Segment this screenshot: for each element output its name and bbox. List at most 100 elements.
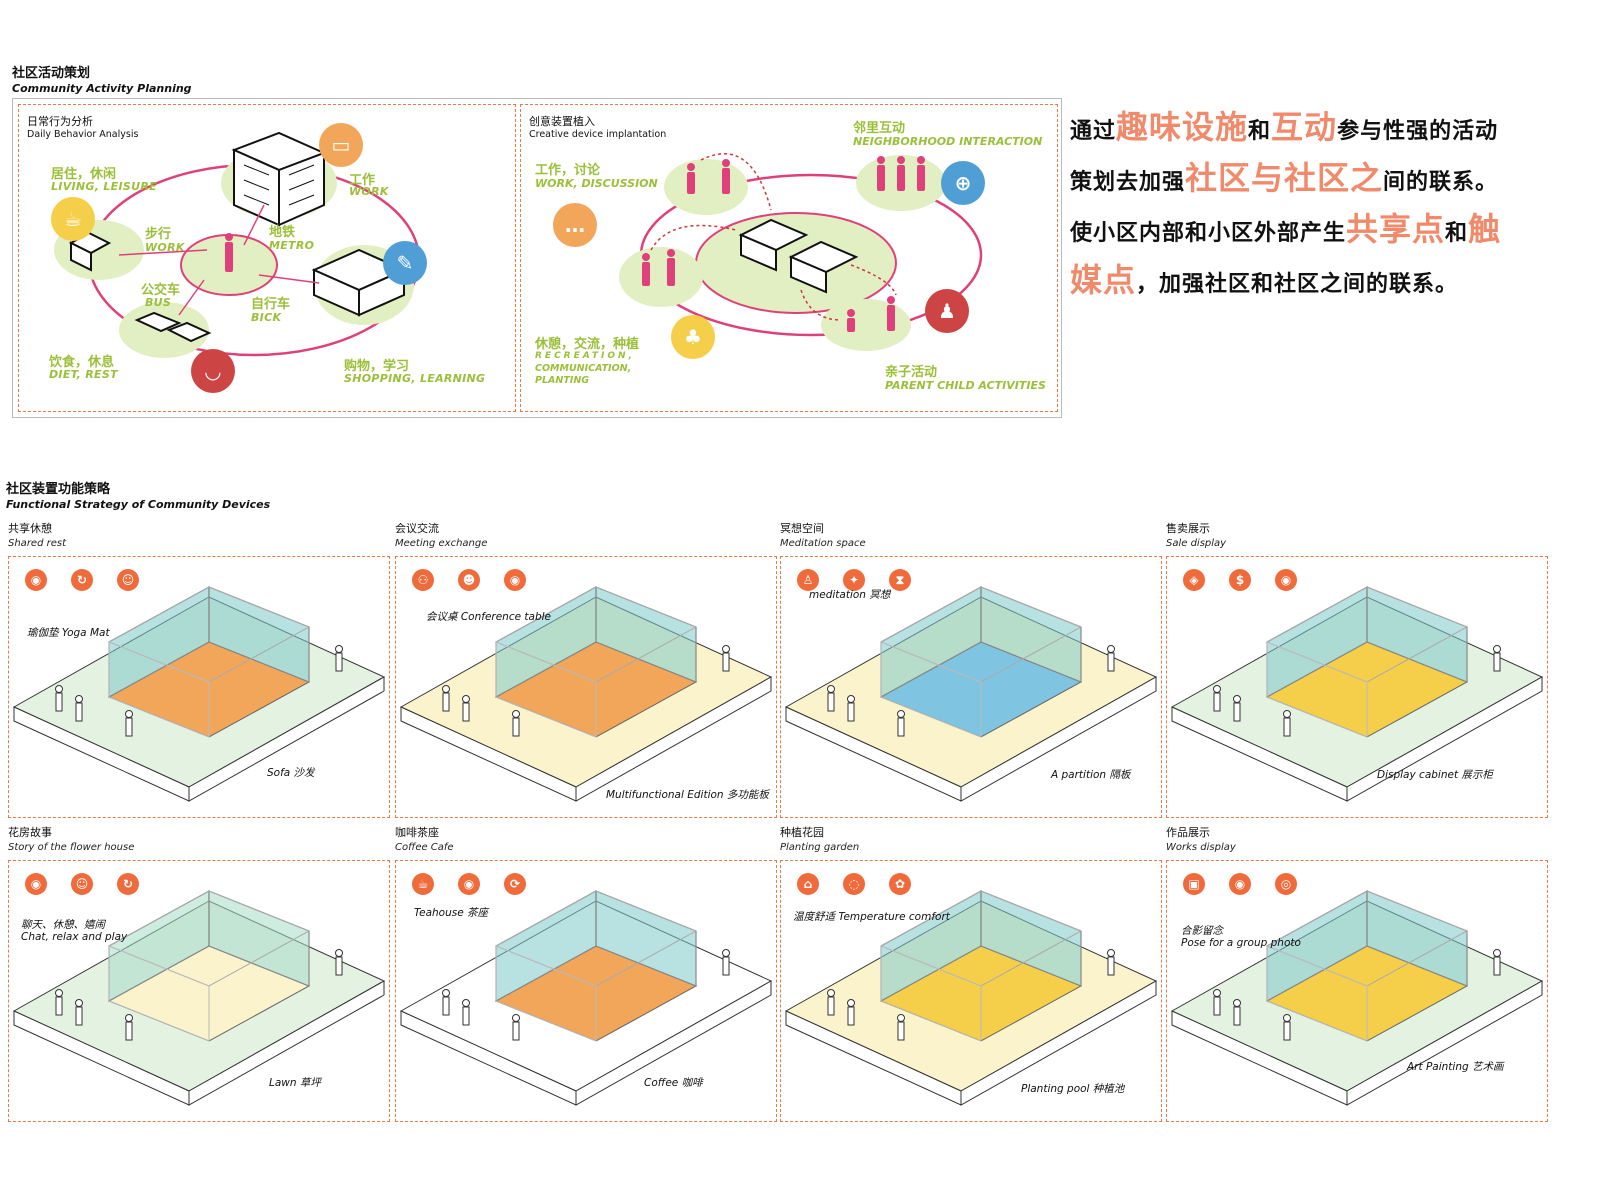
label-diet-cn: 饮食，休息 bbox=[49, 355, 115, 370]
slab-edge bbox=[1346, 676, 1543, 802]
callout-label: meditation 冥想 bbox=[809, 589, 891, 601]
label-recreation-en1: RECREATION, bbox=[535, 351, 635, 361]
pavilion-axonometric bbox=[12, 585, 386, 802]
function-icon: ☺ bbox=[71, 873, 93, 895]
glass-front-frame bbox=[108, 945, 210, 1042]
callout-label: Multifunctional Edition 多功能板 bbox=[606, 789, 769, 801]
monitor-icon: ▭ bbox=[319, 123, 363, 167]
cell-title: 会议交流 bbox=[395, 522, 439, 535]
person-silhouette bbox=[1213, 685, 1221, 712]
callout-label: Coffee 咖啡 bbox=[644, 1077, 703, 1089]
callout-label: Chat, relax and play bbox=[21, 931, 128, 943]
glass-front-frame bbox=[880, 945, 982, 1042]
strategy-subtitle: Functional Strategy of Community Devices bbox=[6, 498, 271, 511]
slab-edge bbox=[575, 980, 772, 1106]
planning-frame bbox=[12, 98, 1062, 418]
person-silhouette bbox=[1233, 999, 1241, 1026]
family-icon: ♟ bbox=[925, 289, 969, 333]
cell-subtitle: Meeting exchange bbox=[395, 538, 488, 549]
function-icon: ⚇ bbox=[412, 569, 434, 591]
function-icon: ◉ bbox=[1229, 873, 1251, 895]
label-metro-en: METRO bbox=[269, 239, 315, 252]
glass-front-frame bbox=[495, 641, 597, 738]
person-silhouette bbox=[827, 989, 835, 1016]
glass-front-frame bbox=[1266, 945, 1368, 1042]
slab-edge bbox=[188, 676, 385, 802]
pavilion-axonometric bbox=[399, 585, 773, 802]
creative-device-diagram bbox=[619, 153, 983, 351]
person-silhouette bbox=[1107, 949, 1115, 976]
person-silhouette bbox=[75, 999, 83, 1026]
callout-label: Display cabinet 展示柜 bbox=[1377, 769, 1493, 781]
function-icon: ☕ bbox=[412, 873, 434, 895]
cell-title: 售卖展示 bbox=[1166, 522, 1210, 535]
person-silhouette bbox=[1493, 949, 1501, 976]
cell-subtitle: Sale display bbox=[1166, 538, 1227, 549]
person-silhouette bbox=[1283, 1014, 1291, 1041]
label-diet-en: DIET, REST bbox=[49, 368, 118, 381]
function-icon: ◉ bbox=[25, 569, 47, 591]
slab-edge bbox=[1346, 980, 1543, 1106]
person-silhouette bbox=[722, 949, 730, 976]
daily-behavior-title: 日常行为分析 bbox=[27, 115, 93, 128]
pencil-icon: ✎ bbox=[383, 241, 427, 285]
cell-subtitle: Coffee Cafe bbox=[395, 842, 454, 853]
cell-subtitle: Story of the flower house bbox=[8, 842, 135, 853]
cell-title: 咖啡茶座 bbox=[395, 826, 439, 839]
function-icon: ◉ bbox=[458, 873, 480, 895]
person-silhouette bbox=[512, 1014, 520, 1041]
callout-label: 会议桌 Conference table bbox=[426, 611, 552, 623]
function-icon: ✿ bbox=[889, 873, 911, 895]
coffee-cup-icon: ☕ bbox=[51, 197, 95, 241]
callout-label: 聊天、休憩、嬉闹 bbox=[21, 919, 105, 931]
chat-bubble-icon: … bbox=[553, 203, 597, 247]
label-parent-child-en: PARENT CHILD ACTIVITIES bbox=[885, 379, 1046, 392]
person-silhouette bbox=[125, 1014, 133, 1041]
slab-edge bbox=[575, 676, 772, 802]
cell-title: 冥想空间 bbox=[780, 522, 824, 535]
daily-behavior-panel: 日常行为分析 Daily Behavior Analysis bbox=[18, 104, 516, 412]
person-silhouette bbox=[55, 989, 63, 1016]
label-walk-en: WORK bbox=[145, 241, 185, 254]
person-silhouette bbox=[847, 695, 855, 722]
function-icon: ⧗ bbox=[889, 569, 911, 591]
slab-edge bbox=[960, 980, 1157, 1106]
person-silhouette bbox=[462, 999, 470, 1026]
daily-behavior-subtitle: Daily Behavior Analysis bbox=[27, 129, 139, 140]
label-bike-en: BICK bbox=[251, 311, 282, 324]
label-recreation-en3: PLANTING bbox=[535, 375, 590, 386]
person-silhouette bbox=[335, 949, 343, 976]
label-walk-cn: 步行 bbox=[145, 227, 172, 242]
planning-subtitle: Community Activity Planning bbox=[12, 82, 192, 95]
bowl-icon: ◡ bbox=[191, 349, 235, 393]
person-silhouette bbox=[55, 685, 63, 712]
label-shopping-en: SHOPPING, LEARNING bbox=[344, 372, 486, 385]
creative-device-title: 创意装置植入 bbox=[529, 115, 595, 128]
label-bike-cn: 自行车 bbox=[251, 297, 291, 312]
label-recreation-cn: 休憩，交流，种植 bbox=[535, 337, 640, 352]
person-silhouette bbox=[847, 999, 855, 1026]
function-icon: ◎ bbox=[1275, 873, 1297, 895]
person-silhouette bbox=[1493, 645, 1501, 672]
function-icon: ◌ bbox=[843, 873, 865, 895]
glass-front-frame bbox=[495, 945, 597, 1042]
pavilion-axonometric bbox=[1170, 889, 1544, 1106]
callout-label: Planting pool 种植池 bbox=[1021, 1083, 1125, 1095]
pavilion-axonometric bbox=[1170, 585, 1544, 802]
planning-statement: 通过趣味设施和互动参与性强的活动 策划去加强社区与社区之间的联系。 使小区内部和… bbox=[1070, 108, 1502, 299]
strategy-title: 社区装置功能策略 bbox=[6, 482, 111, 497]
person-silhouette bbox=[722, 645, 730, 672]
glass-front-frame bbox=[1266, 641, 1368, 738]
planning-title: 社区活动策划 bbox=[12, 66, 91, 81]
pavilion-axonometric bbox=[784, 585, 1158, 802]
daily-behavior-diagram bbox=[54, 131, 421, 358]
label-parent-child-cn: 亲子活动 bbox=[885, 365, 938, 380]
cell-title: 花房故事 bbox=[8, 826, 52, 839]
function-icon: ◉ bbox=[25, 873, 47, 895]
label-neighborhood-en: NEIGHBORHOOD INTERACTION bbox=[853, 135, 1043, 148]
label-work-discussion-en: WORK, DISCUSSION bbox=[535, 177, 658, 190]
glass-front-frame bbox=[108, 641, 210, 738]
function-icon: ⟳ bbox=[504, 873, 526, 895]
